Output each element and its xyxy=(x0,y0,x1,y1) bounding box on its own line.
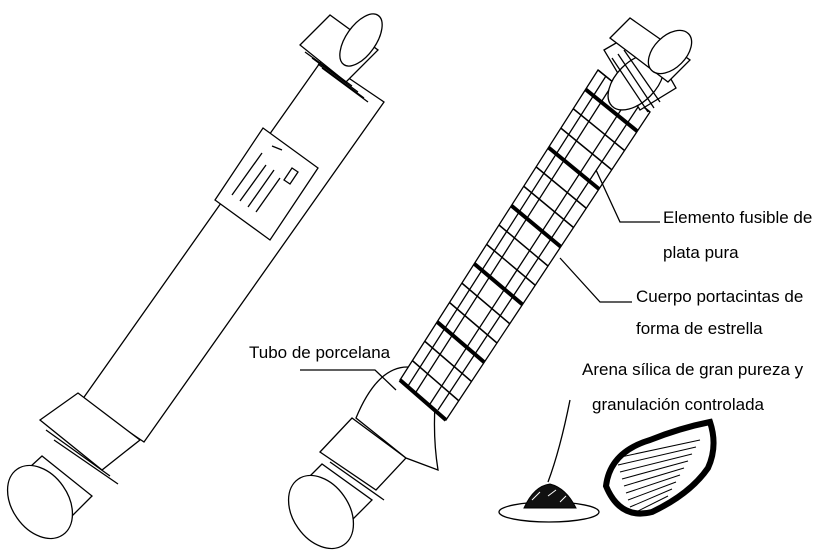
sand-hatch-line xyxy=(617,446,697,466)
sand-hatch-line xyxy=(623,467,685,487)
carrier-band xyxy=(435,320,486,364)
leader-star-carrier xyxy=(559,257,632,303)
fuse-interior-view xyxy=(287,17,693,550)
label-star-carrier-line1: Cuerpo portacintas de xyxy=(636,287,803,306)
carrier-band xyxy=(424,340,472,383)
carrier-band xyxy=(461,282,511,325)
sand-hatch-line xyxy=(629,488,673,508)
carrier-band xyxy=(535,166,587,209)
leader-silica-sand xyxy=(547,399,571,483)
silica-sand-grain-detail xyxy=(602,418,717,517)
label-silver-element-line1: Elemento fusible de xyxy=(663,208,812,227)
leader-lines xyxy=(300,169,660,483)
carrier-band xyxy=(398,378,448,422)
carrier-band xyxy=(411,360,460,402)
label-silica-sand-line2: granulación controlada xyxy=(592,395,765,414)
bottom-end-cap xyxy=(6,392,142,540)
carrier-band xyxy=(572,108,625,152)
carrier-band xyxy=(472,262,524,307)
label-silver-element-line2: plata pura xyxy=(663,243,739,262)
sand-hatch-line xyxy=(631,495,669,515)
interior-top-cap xyxy=(603,17,693,113)
carrier-band xyxy=(547,145,601,191)
label-star-carrier-line2: forma de estrella xyxy=(636,319,763,338)
silica-sand-pile xyxy=(498,483,600,523)
interior-bottom-cap xyxy=(287,417,407,550)
carrier-band xyxy=(523,185,574,229)
sand-hatch-line xyxy=(621,460,689,480)
leader-porcelain-tube xyxy=(300,369,397,391)
carrier-band xyxy=(584,87,639,133)
sand-hatch-line xyxy=(619,453,693,473)
assembled-fuse-cartridge xyxy=(6,13,385,540)
star-ribbon-carrier xyxy=(398,69,651,422)
label-porcelain-tube: Tubo de porcelana xyxy=(249,343,391,362)
fuse-label-sticker xyxy=(214,127,319,241)
carrier-band xyxy=(498,224,549,267)
leader-silver-element xyxy=(595,169,660,223)
sand-hatch-line xyxy=(625,474,681,494)
annotation-labels: Elemento fusible de plata pura Cuerpo po… xyxy=(249,208,812,414)
sand-hatch-line xyxy=(627,481,677,501)
carrier-band xyxy=(510,204,563,249)
carrier-band xyxy=(486,243,536,286)
carrier-band xyxy=(560,127,613,171)
top-end-cap xyxy=(299,13,383,103)
sand-hatch-line xyxy=(615,439,701,459)
carrier-band xyxy=(449,301,498,344)
label-silica-sand-line1: Arena sílica de gran pureza y xyxy=(582,360,804,379)
